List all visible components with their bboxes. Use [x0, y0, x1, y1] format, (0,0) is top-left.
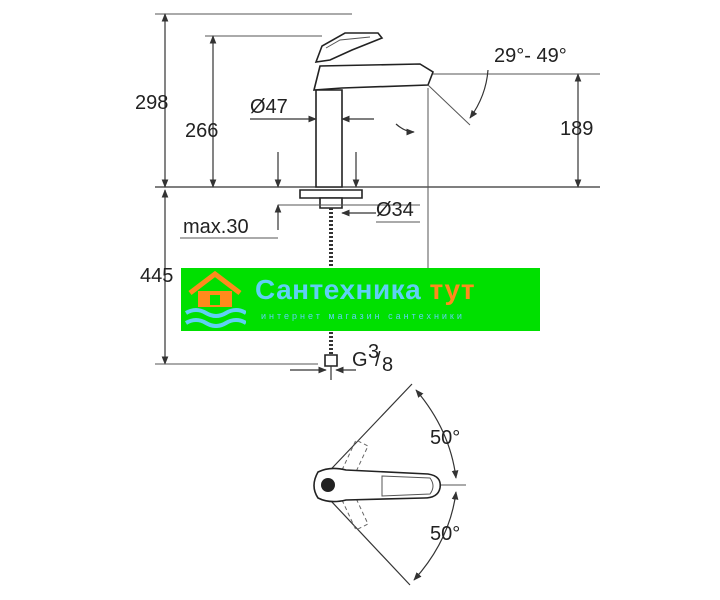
- dim-445-label: 445: [140, 265, 173, 287]
- thread-size-denominator: 8: [382, 354, 393, 376]
- dim-298-label: 298: [135, 92, 168, 114]
- top-view-lever-inner: [381, 475, 434, 497]
- spout-swing-arc: [395, 123, 415, 136]
- top-view-arc-lower: [413, 491, 459, 581]
- watermark-subtitle: интернет магазин сантехники: [261, 311, 465, 321]
- dim-34-label: Ø34: [376, 199, 414, 221]
- watermark-banner: Сантехника тут интернет магазин сантехни…: [181, 268, 540, 331]
- angle-bottom-label: 50°: [430, 523, 460, 545]
- thread-size-numerator: 3: [368, 341, 379, 363]
- house-waves-logo-icon: [184, 271, 246, 328]
- angle-arc-29-49: [469, 69, 489, 119]
- thread-slash: /: [375, 349, 381, 371]
- watermark-title: Сантехника тут: [255, 274, 475, 306]
- dim-47-label: Ø47: [250, 96, 288, 118]
- angle-29-49-label: 29°- 49°: [494, 45, 567, 67]
- top-view-arc-upper: [415, 389, 459, 479]
- mounting-nut: [319, 197, 343, 209]
- thread-g-label: G: [352, 349, 368, 371]
- faucet-lever: [314, 32, 384, 63]
- angle-top-label: 50°: [430, 427, 460, 449]
- top-view-hub: [321, 478, 335, 492]
- lever-highlight: [325, 36, 371, 49]
- dim-189-label: 189: [560, 118, 593, 140]
- watermark-title-main: Сантехника: [255, 274, 422, 305]
- dim-266-label: 266: [185, 120, 218, 142]
- angle-extension: [427, 84, 471, 126]
- faucet-spout: [312, 63, 434, 91]
- dim-max30-label: max.30: [183, 216, 249, 238]
- watermark-title-accent: тут: [429, 274, 476, 305]
- faucet-body: [315, 89, 343, 188]
- hose-connector: [324, 354, 338, 367]
- mounting-base: [299, 189, 363, 199]
